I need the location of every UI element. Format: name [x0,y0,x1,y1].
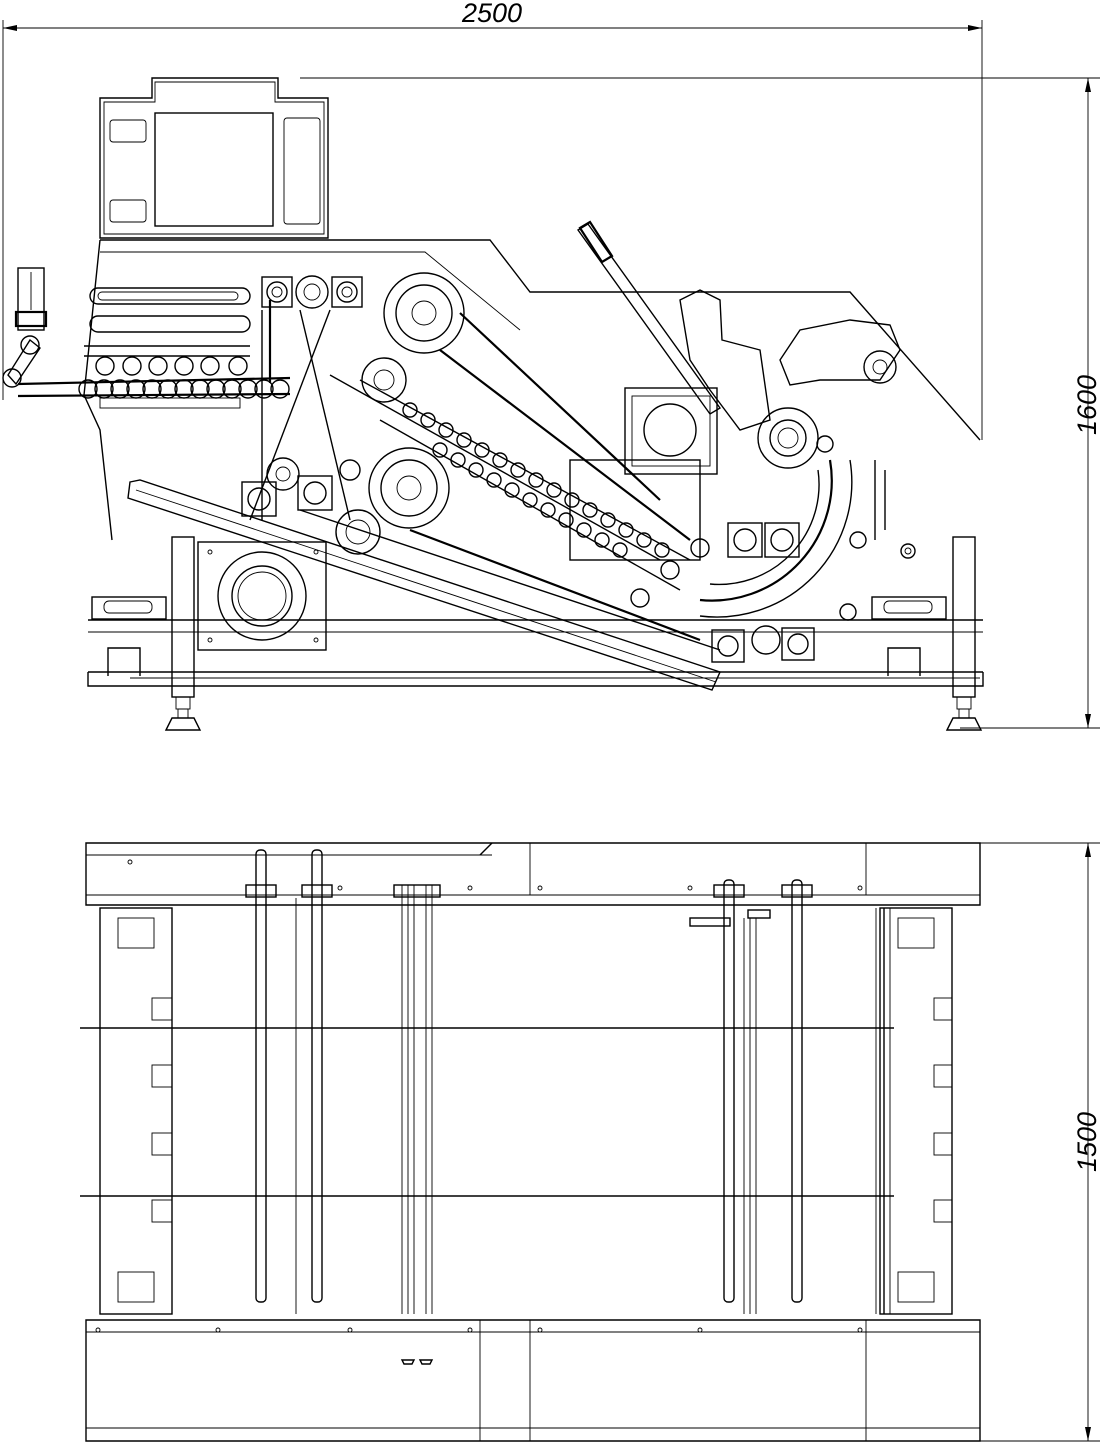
shafts [245,849,891,1314]
upper-feed-belts [17,287,291,398]
side-frames [99,907,953,1315]
arc-conveyor [630,435,916,663]
main-belts [249,300,721,651]
top-depth-dimension-label: 1500 [1072,1112,1100,1172]
inspection-box [624,387,718,475]
plan-view [80,842,981,1442]
top-beam [85,842,981,906]
main-frame [83,239,984,687]
adjuster-blocks [91,596,947,676]
infeed-arm [2,267,48,388]
dimension-width: 2500 [2,0,983,440]
upper-drive-units [241,275,363,517]
side-height-dimension-label: 1600 [1072,375,1100,435]
legs [164,536,983,731]
dimension-top-depth: 1500 [980,842,1100,1442]
motor-base [197,541,327,651]
cross-rods [80,1027,894,1197]
dimension-side-height: 1600 [300,77,1100,729]
diagonal-conveyor [359,379,701,591]
inclined-guard [127,479,721,691]
bottom-beam [85,1319,981,1442]
width-dimension-label: 2500 [461,0,522,28]
main-drums [335,272,465,555]
control-cabinet [99,77,329,239]
left-roller-row [78,356,290,409]
handle-bar [576,220,722,415]
bracket-plates [679,289,901,469]
side-elevation-view [2,77,984,731]
